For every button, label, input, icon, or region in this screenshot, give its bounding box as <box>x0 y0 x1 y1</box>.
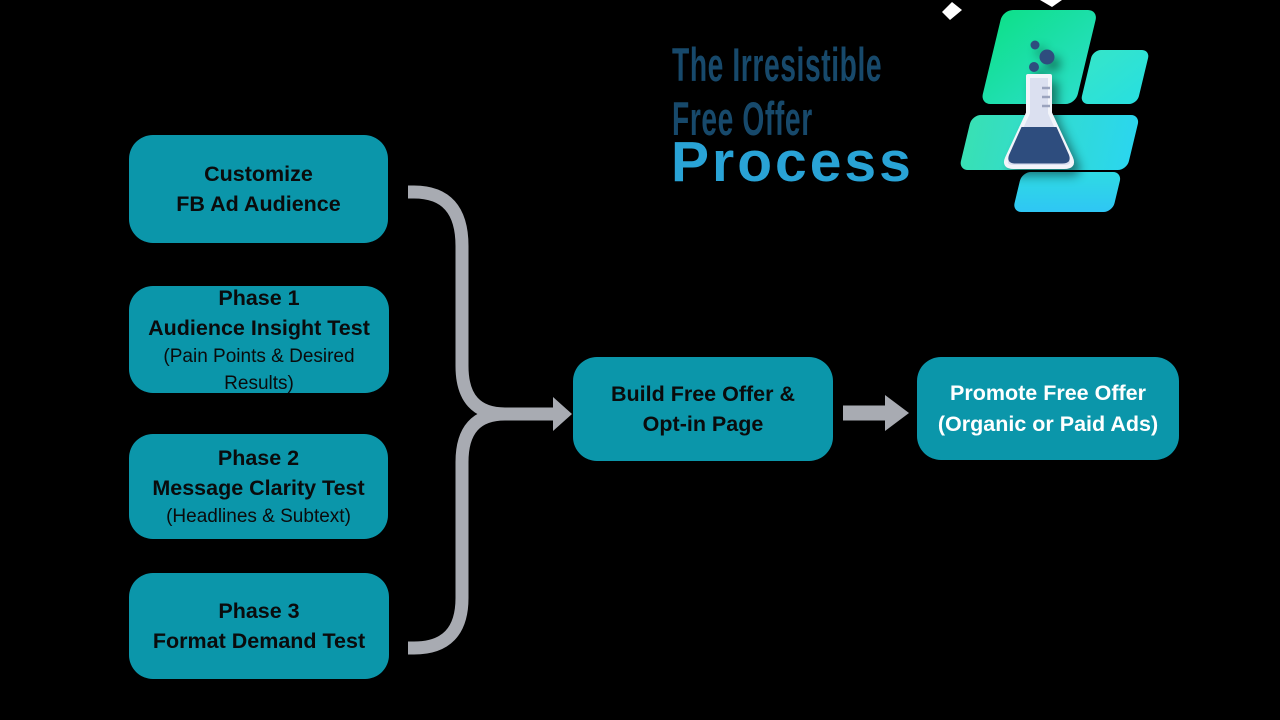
node-line: Phase 2 <box>217 446 300 470</box>
node-subline: (Headlines & Subtext) <box>166 506 351 527</box>
node-line: Audience Insight Test <box>148 315 370 340</box>
node-line: Build Free Offer & <box>611 382 795 406</box>
flask-bubbles <box>1029 40 1055 72</box>
title-line-1: The Irresistible <box>672 38 883 91</box>
node-line: FB Ad Audience <box>176 192 341 216</box>
node-line: Message Clarity Test <box>152 476 365 500</box>
title-process: Process <box>671 130 914 194</box>
merge-connector-top <box>408 185 506 421</box>
node-line: Phase 1 <box>218 285 300 310</box>
flask-icon <box>1003 40 1075 169</box>
node-phase-2-message-clarity-test: Phase 2 Message Clarity Test (Headlines … <box>129 434 388 539</box>
node-line: Opt-in Page <box>642 412 764 436</box>
node-line: Phase 3 <box>218 599 300 623</box>
merge-connector-bottom <box>408 407 506 655</box>
node-customize-fb-ad-audience: Customize FB Ad Audience <box>129 135 388 243</box>
node-line: Customize <box>204 162 313 186</box>
title-line-2: Free Offer <box>672 92 813 145</box>
tile-top-left <box>982 10 1096 104</box>
tile-bottom <box>1014 172 1121 212</box>
tile-top-right <box>1081 50 1149 104</box>
node-phase-3-format-demand-test: Phase 3 Format Demand Test <box>129 573 389 679</box>
sparkle-icon <box>942 2 962 20</box>
node-build-free-offer: Build Free Offer & Opt-in Page <box>573 357 833 461</box>
arrow-head-icon <box>885 395 909 431</box>
arrow-head-icon <box>553 397 572 431</box>
node-line: Format Demand Test <box>152 629 366 653</box>
node-phase-1-audience-insight-test: Phase 1 Audience Insight Test (Pain Poin… <box>129 285 389 394</box>
node-line: (Organic or Paid Ads) <box>937 411 1159 436</box>
node-promote-free-offer: Promote Free Offer (Organic or Paid Ads) <box>917 357 1179 460</box>
flask-ticks <box>1042 86 1050 108</box>
node-subline: (Pain Points & Desired Results) <box>163 345 355 394</box>
node-line: Promote Free Offer <box>950 380 1146 405</box>
sparkle-icon <box>1040 0 1062 7</box>
flask-liquid <box>1008 127 1070 164</box>
beaker-logo <box>942 0 1149 212</box>
